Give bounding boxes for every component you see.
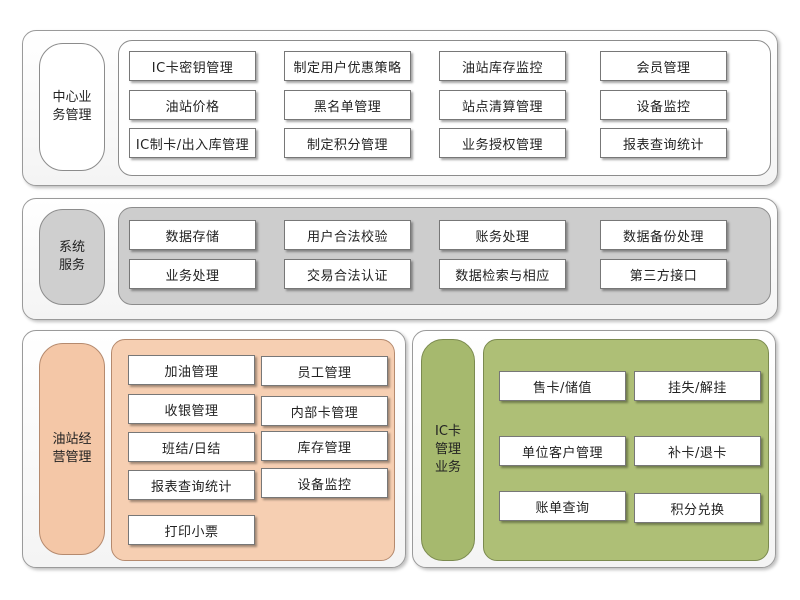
data-storage-box: 数据存储 xyxy=(129,220,256,250)
data-backup-box: 数据备份处理 xyxy=(600,220,727,250)
central-management-label: 中心业 务管理 xyxy=(39,43,105,171)
ic-card-issuing-box: IC制卡/出入库管理 xyxy=(129,128,256,158)
system-services-group: 数据存储 用户合法校验 账务处理 数据备份处理 业务处理 交易合法认证 数据检索… xyxy=(118,207,771,305)
cashier-management-box: 收银管理 xyxy=(128,394,255,424)
station-operations-group: 加油管理 员工管理 收银管理 内部卡管理 班结/日结 库存管理 报表查询统计 设… xyxy=(111,339,395,561)
points-exchange-box: 积分兑换 xyxy=(634,493,761,523)
ic-card-business-panel: IC卡 管理 业务 售卡/储值 挂失/解挂 单位客户管理 补卡/退卡 账单查询 … xyxy=(412,330,776,568)
card-sale-topup-box: 售卡/储值 xyxy=(499,371,626,401)
inventory-management-box: 库存管理 xyxy=(261,431,388,461)
refueling-management-box: 加油管理 xyxy=(128,355,255,385)
report-query-box: 报表查询统计 xyxy=(600,128,727,158)
blacklist-management-box: 黑名单管理 xyxy=(284,90,411,120)
system-services-panel: 系统 服务 数据存储 用户合法校验 账务处理 数据备份处理 业务处理 交易合法认… xyxy=(22,198,778,320)
central-management-panel: 中心业 务管理 IC卡密钥管理 制定用户优惠策略 油站库存监控 会员管理 油站价… xyxy=(22,30,778,186)
accounting-box: 账务处理 xyxy=(439,220,566,250)
station-operations-label: 油站经 营管理 xyxy=(39,343,105,555)
points-management-box: 制定积分管理 xyxy=(284,128,411,158)
device-monitor-box: 设备监控 xyxy=(600,90,727,120)
data-retrieval-box: 数据检索与相应 xyxy=(439,259,566,289)
ic-key-management-box: IC卡密钥管理 xyxy=(129,51,256,81)
station-report-query-box: 报表查询统计 xyxy=(128,470,255,500)
central-management-group: IC卡密钥管理 制定用户优惠策略 油站库存监控 会员管理 油站价格 黑名单管理 … xyxy=(118,40,771,176)
ic-card-business-label: IC卡 管理 业务 xyxy=(421,339,475,561)
business-processing-box: 业务处理 xyxy=(129,259,256,289)
member-management-box: 会员管理 xyxy=(600,51,727,81)
station-inventory-monitor-box: 油站库存监控 xyxy=(439,51,566,81)
system-services-label: 系统 服务 xyxy=(39,209,105,305)
station-operations-panel: 油站经 营管理 加油管理 员工管理 收银管理 内部卡管理 班结/日结 库存管理 … xyxy=(22,330,406,568)
transaction-auth-box: 交易合法认证 xyxy=(284,259,411,289)
report-loss-box: 挂失/解挂 xyxy=(634,371,761,401)
user-validation-box: 用户合法校验 xyxy=(284,220,411,250)
station-device-monitor-box: 设备监控 xyxy=(261,468,388,498)
bill-query-box: 账单查询 xyxy=(499,491,626,521)
ic-card-business-group: 售卡/储值 挂失/解挂 单位客户管理 补卡/退卡 账单查询 积分兑换 xyxy=(483,339,769,561)
shift-settlement-box: 班结/日结 xyxy=(128,432,255,462)
third-party-interface-box: 第三方接口 xyxy=(600,259,727,289)
corporate-customer-box: 单位客户管理 xyxy=(499,436,626,466)
card-replace-refund-box: 补卡/退卡 xyxy=(634,436,761,466)
print-receipt-box: 打印小票 xyxy=(128,515,255,545)
station-price-box: 油站价格 xyxy=(129,90,256,120)
staff-management-box: 员工管理 xyxy=(261,356,388,386)
business-authorization-box: 业务授权管理 xyxy=(439,128,566,158)
user-discount-policy-box: 制定用户优惠策略 xyxy=(284,51,411,81)
internal-card-box: 内部卡管理 xyxy=(261,396,388,426)
site-settlement-box: 站点清算管理 xyxy=(439,90,566,120)
